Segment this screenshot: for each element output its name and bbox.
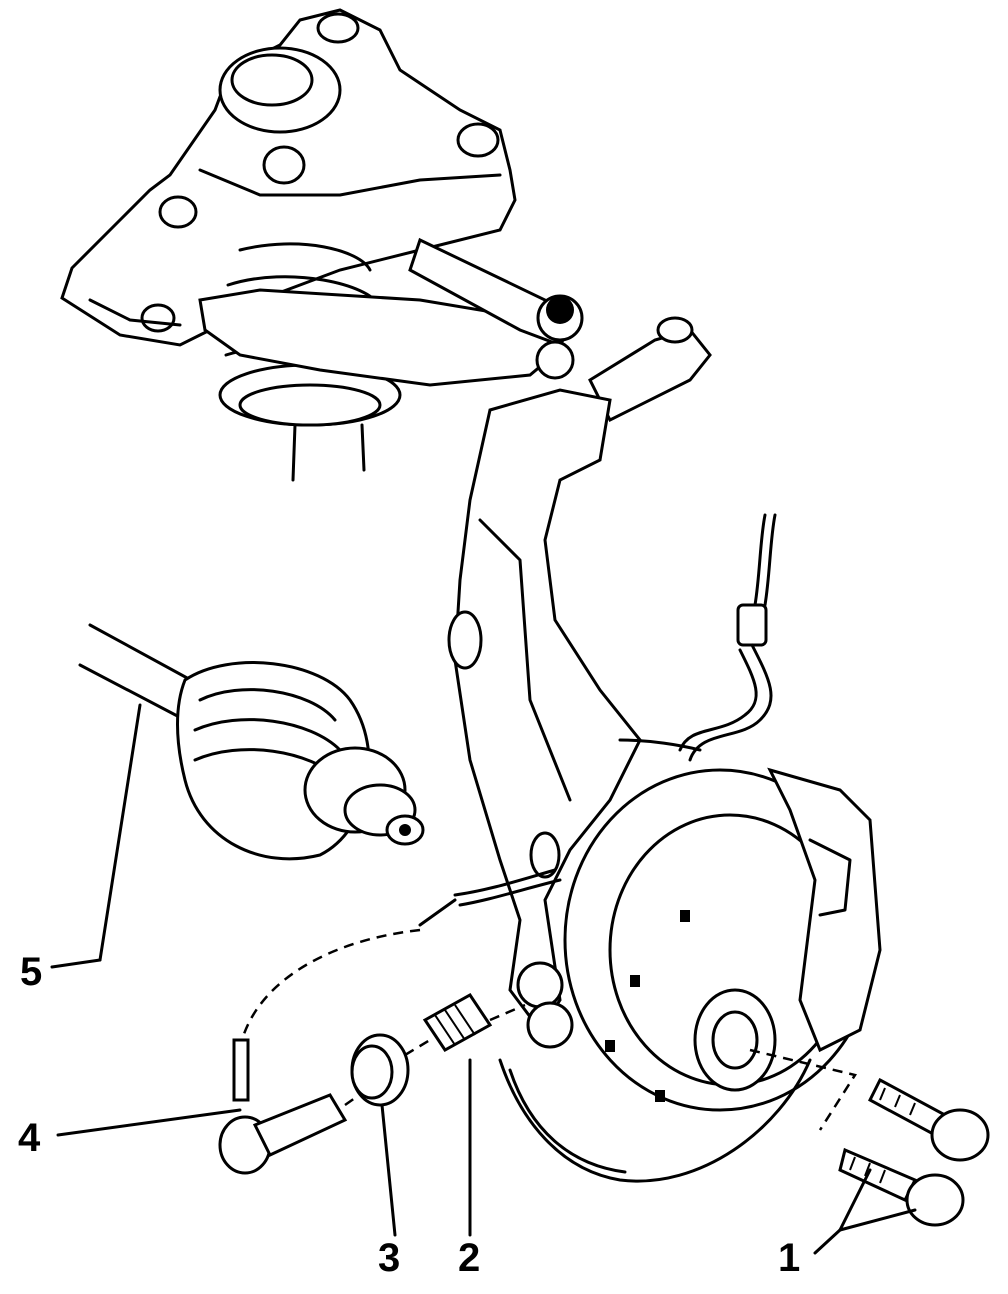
strut-tower-mount [60, 8, 517, 347]
callout-1: 1 [778, 1236, 801, 1280]
hub-bolts [749, 1048, 990, 1227]
brake-disc-hub [498, 767, 882, 1183]
leader-lines [50, 703, 917, 1255]
sensor-wire [240, 513, 777, 1041]
splined-sleeve [422, 993, 526, 1052]
callout-5: 5 [20, 950, 43, 994]
callout-2: 2 [458, 1236, 481, 1280]
upper-control-arm [198, 237, 712, 460]
speed-sensor [218, 1038, 356, 1175]
steering-knuckle [447, 388, 642, 1049]
bushing [350, 1033, 431, 1107]
drive-shaft-cv-joint [78, 623, 425, 861]
callout-4: 4 [18, 1116, 41, 1160]
callout-3: 3 [378, 1236, 401, 1280]
